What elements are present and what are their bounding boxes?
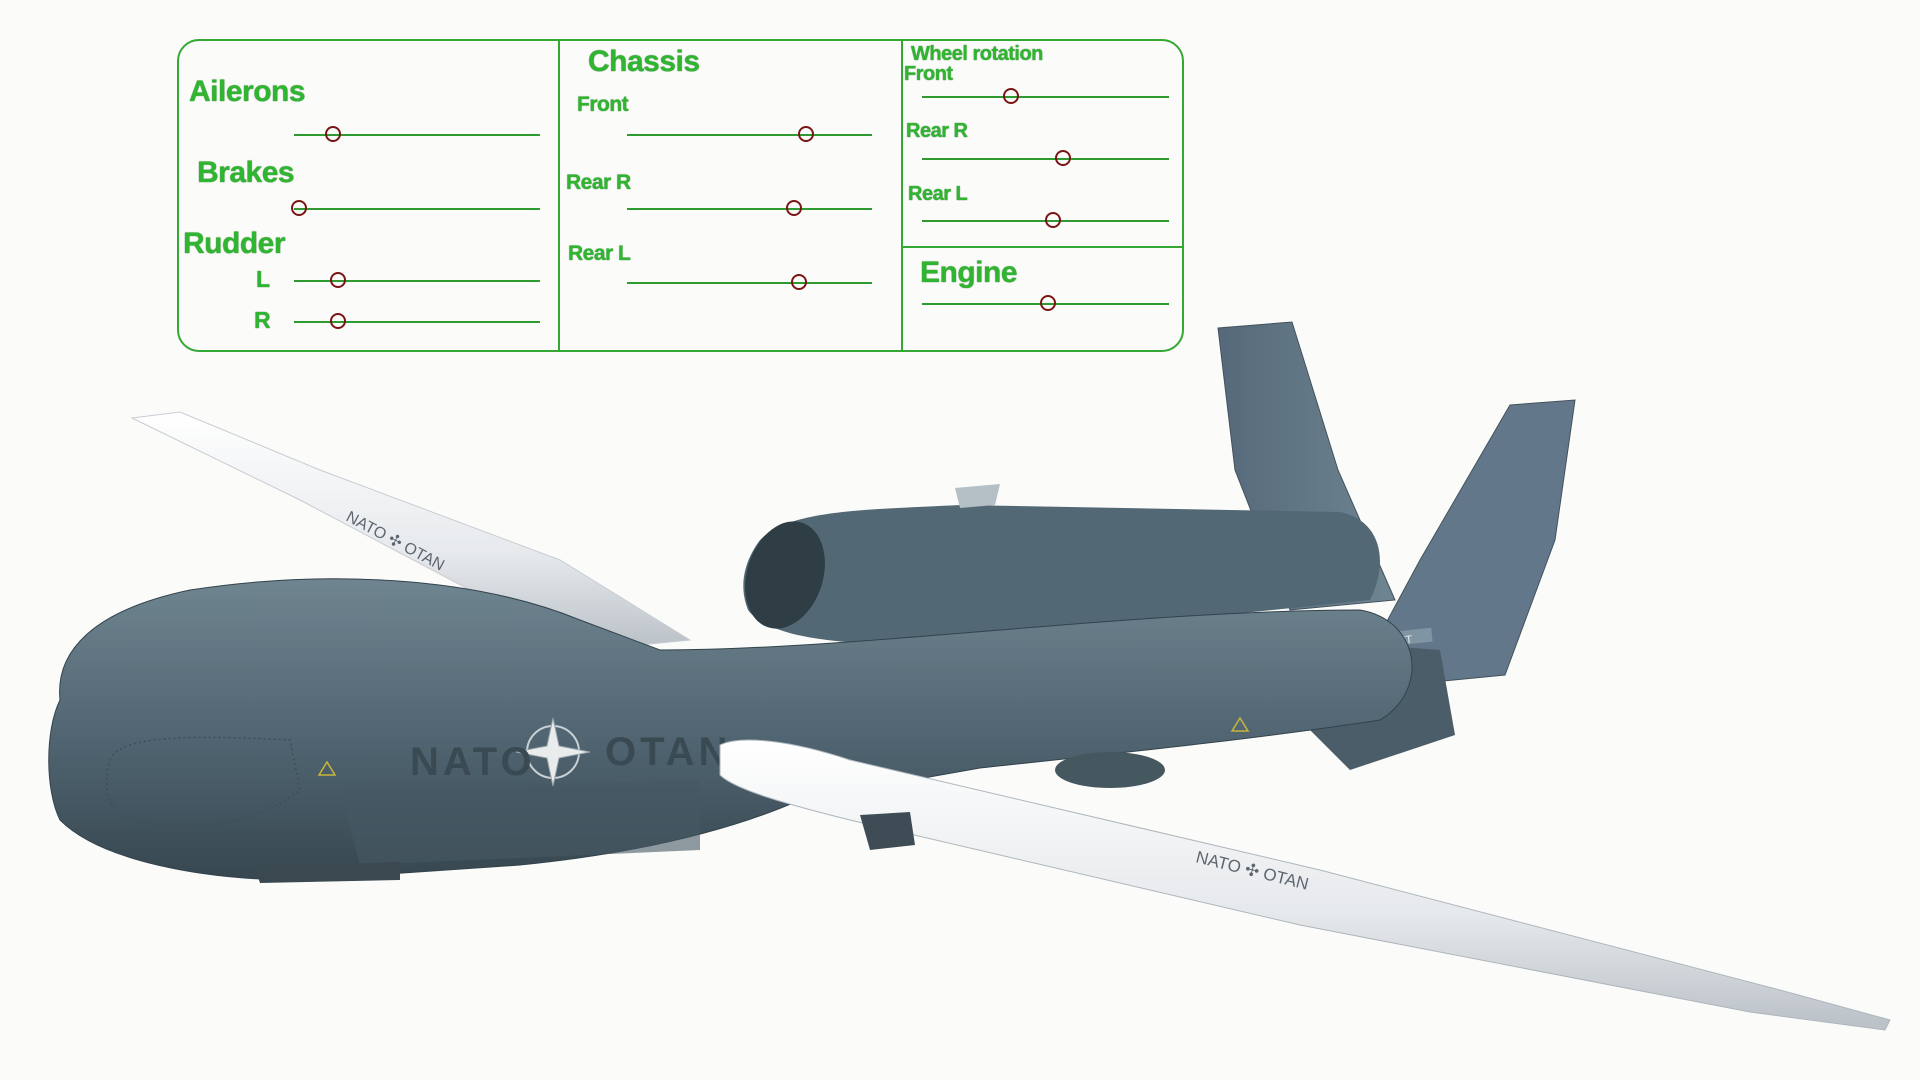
wheel-rear-l-label: Rear L (908, 183, 968, 205)
dorsal-antenna (955, 484, 1000, 508)
panel-divider (901, 41, 903, 350)
slider-track (294, 321, 540, 323)
engine-intake (745, 521, 825, 629)
gear-fairing (1055, 752, 1165, 788)
belly-pod (340, 780, 700, 865)
engine-label: Engine (920, 256, 1018, 289)
rig-control-panel: Ailerons Brakes Rudder L R Chassis Front… (177, 39, 1184, 352)
engine-nacelle (743, 505, 1380, 644)
slider-knob[interactable] (290, 200, 307, 216)
wheel-rear-l-slider[interactable] (922, 210, 1169, 232)
slider-track (922, 96, 1169, 98)
rudder-left-label: L (256, 266, 270, 292)
slider-knob[interactable] (790, 274, 807, 290)
slider-track (627, 134, 872, 136)
nato-star-emblem (515, 717, 591, 787)
chassis-rear-l-slider[interactable] (627, 272, 872, 294)
slider-knob[interactable] (1039, 295, 1056, 311)
chassis-label: Chassis (588, 45, 700, 78)
slider-track (627, 208, 872, 210)
ailerons-label: Ailerons (189, 75, 306, 108)
warning-triangle (317, 760, 337, 776)
wheel-rear-r-slider[interactable] (922, 148, 1169, 170)
slider-knob[interactable] (330, 272, 347, 288)
slider-knob[interactable] (797, 126, 814, 142)
wheel-front-slider[interactable] (922, 86, 1169, 108)
panel-divider (558, 41, 560, 350)
rudder-right-slider[interactable] (294, 311, 540, 333)
nose-gear (255, 862, 400, 883)
global-hawk-drone-render: NATO ✣ OTAN MT NATO OTAN NATO ✣ OTAN (48, 321, 1891, 1031)
chassis-rear-r-slider[interactable] (627, 198, 872, 220)
brakes-slider[interactable] (290, 198, 540, 220)
left-wing (130, 411, 692, 651)
chassis-rear-r-label: Rear R (566, 171, 631, 194)
slider-knob[interactable] (785, 200, 802, 216)
engine-slider[interactable] (922, 293, 1169, 315)
warning-triangle (1230, 716, 1250, 732)
slider-track (627, 282, 872, 284)
slider-knob[interactable] (325, 126, 342, 142)
panel-divider (901, 246, 1182, 248)
slider-track (294, 134, 540, 136)
slider-track (922, 158, 1169, 160)
right-wing (719, 739, 1891, 1031)
wheel-rotation-label: Wheel rotation (911, 43, 1043, 65)
rudder-left-slider[interactable] (294, 270, 540, 292)
chassis-rear-l-label: Rear L (568, 242, 631, 265)
rudder-right-label: R (254, 307, 271, 333)
otan-marking: OTAN (605, 730, 731, 774)
slider-knob[interactable] (1002, 88, 1019, 104)
slider-track (294, 280, 540, 282)
slider-knob[interactable] (1044, 212, 1061, 228)
brakes-label: Brakes (197, 156, 295, 189)
gear-pod (860, 812, 915, 850)
slider-knob[interactable] (330, 313, 347, 329)
wheel-rear-r-label: Rear R (906, 120, 968, 142)
chassis-front-slider[interactable] (627, 124, 872, 146)
nose-panel-line (105, 736, 301, 828)
slider-knob[interactable] (1054, 150, 1071, 166)
ailerons-slider[interactable] (294, 124, 540, 146)
tail-fin-right (1349, 399, 1576, 691)
wheel-front-label: Front (904, 63, 953, 85)
chassis-front-label: Front (577, 93, 629, 116)
rudder-label: Rudder (183, 227, 286, 260)
nato-marking: NATO (410, 740, 536, 784)
slider-track (294, 208, 540, 210)
